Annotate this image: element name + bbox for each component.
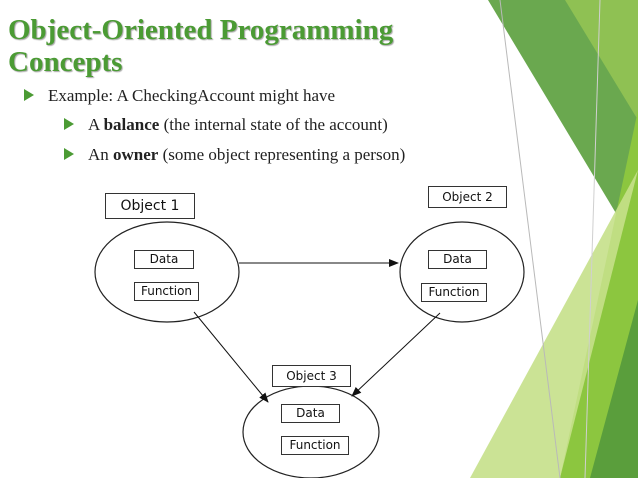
bullet-arrow-icon — [24, 89, 34, 101]
object1-name-box: Object 1 — [105, 193, 195, 219]
green-facet-light — [470, 170, 638, 478]
green-facet-dark — [488, 0, 638, 250]
green-facet-top-right — [565, 0, 638, 120]
object2-name-box: Object 2 — [428, 186, 507, 208]
slide-title-line1: Object-Oriented Programming — [8, 14, 394, 46]
slide-title: Object-Oriented Programming Concepts — [8, 14, 478, 78]
bullet-text-post: (the internal state of the account) — [159, 115, 388, 134]
object1-data-box: Data — [134, 250, 194, 269]
bullet-text-post: (some object representing a person) — [158, 145, 406, 164]
bullet-main: Example: A CheckingAccount might have — [24, 86, 335, 106]
bullet-main-text: Example: A CheckingAccount might have — [48, 86, 336, 105]
object3-data-box: Data — [281, 404, 340, 423]
object2-data-box: Data — [428, 250, 487, 269]
bullet-sub-balance: A balance (the internal state of the acc… — [64, 115, 388, 135]
object2-ellipse — [399, 221, 525, 323]
object1-ellipse — [94, 221, 240, 323]
object3-function-box: Function — [281, 436, 349, 455]
arrow-object1-to-object3 — [193, 311, 269, 403]
slide-title-line2: Concepts — [8, 46, 123, 78]
object1-function-box: Function — [134, 282, 199, 301]
facet-line — [499, 0, 561, 478]
bullet-text-bold: balance — [103, 115, 160, 134]
bullet-text-bold: owner — [113, 145, 159, 164]
green-facet-bottom — [590, 300, 638, 478]
object3-name-box: Object 3 — [272, 365, 351, 387]
arrow-object2-to-object3 — [351, 312, 441, 397]
bullet-arrow-icon — [64, 118, 74, 130]
bullet-text-pre: An — [88, 145, 114, 164]
bullet-arrow-icon — [64, 148, 74, 160]
object3-ellipse — [242, 385, 380, 478]
bullet-sub-owner: An owner (some object representing a per… — [64, 145, 405, 165]
object2-function-box: Function — [421, 283, 487, 302]
bullet-text-pre: A — [88, 115, 104, 134]
facet-line — [584, 0, 601, 478]
